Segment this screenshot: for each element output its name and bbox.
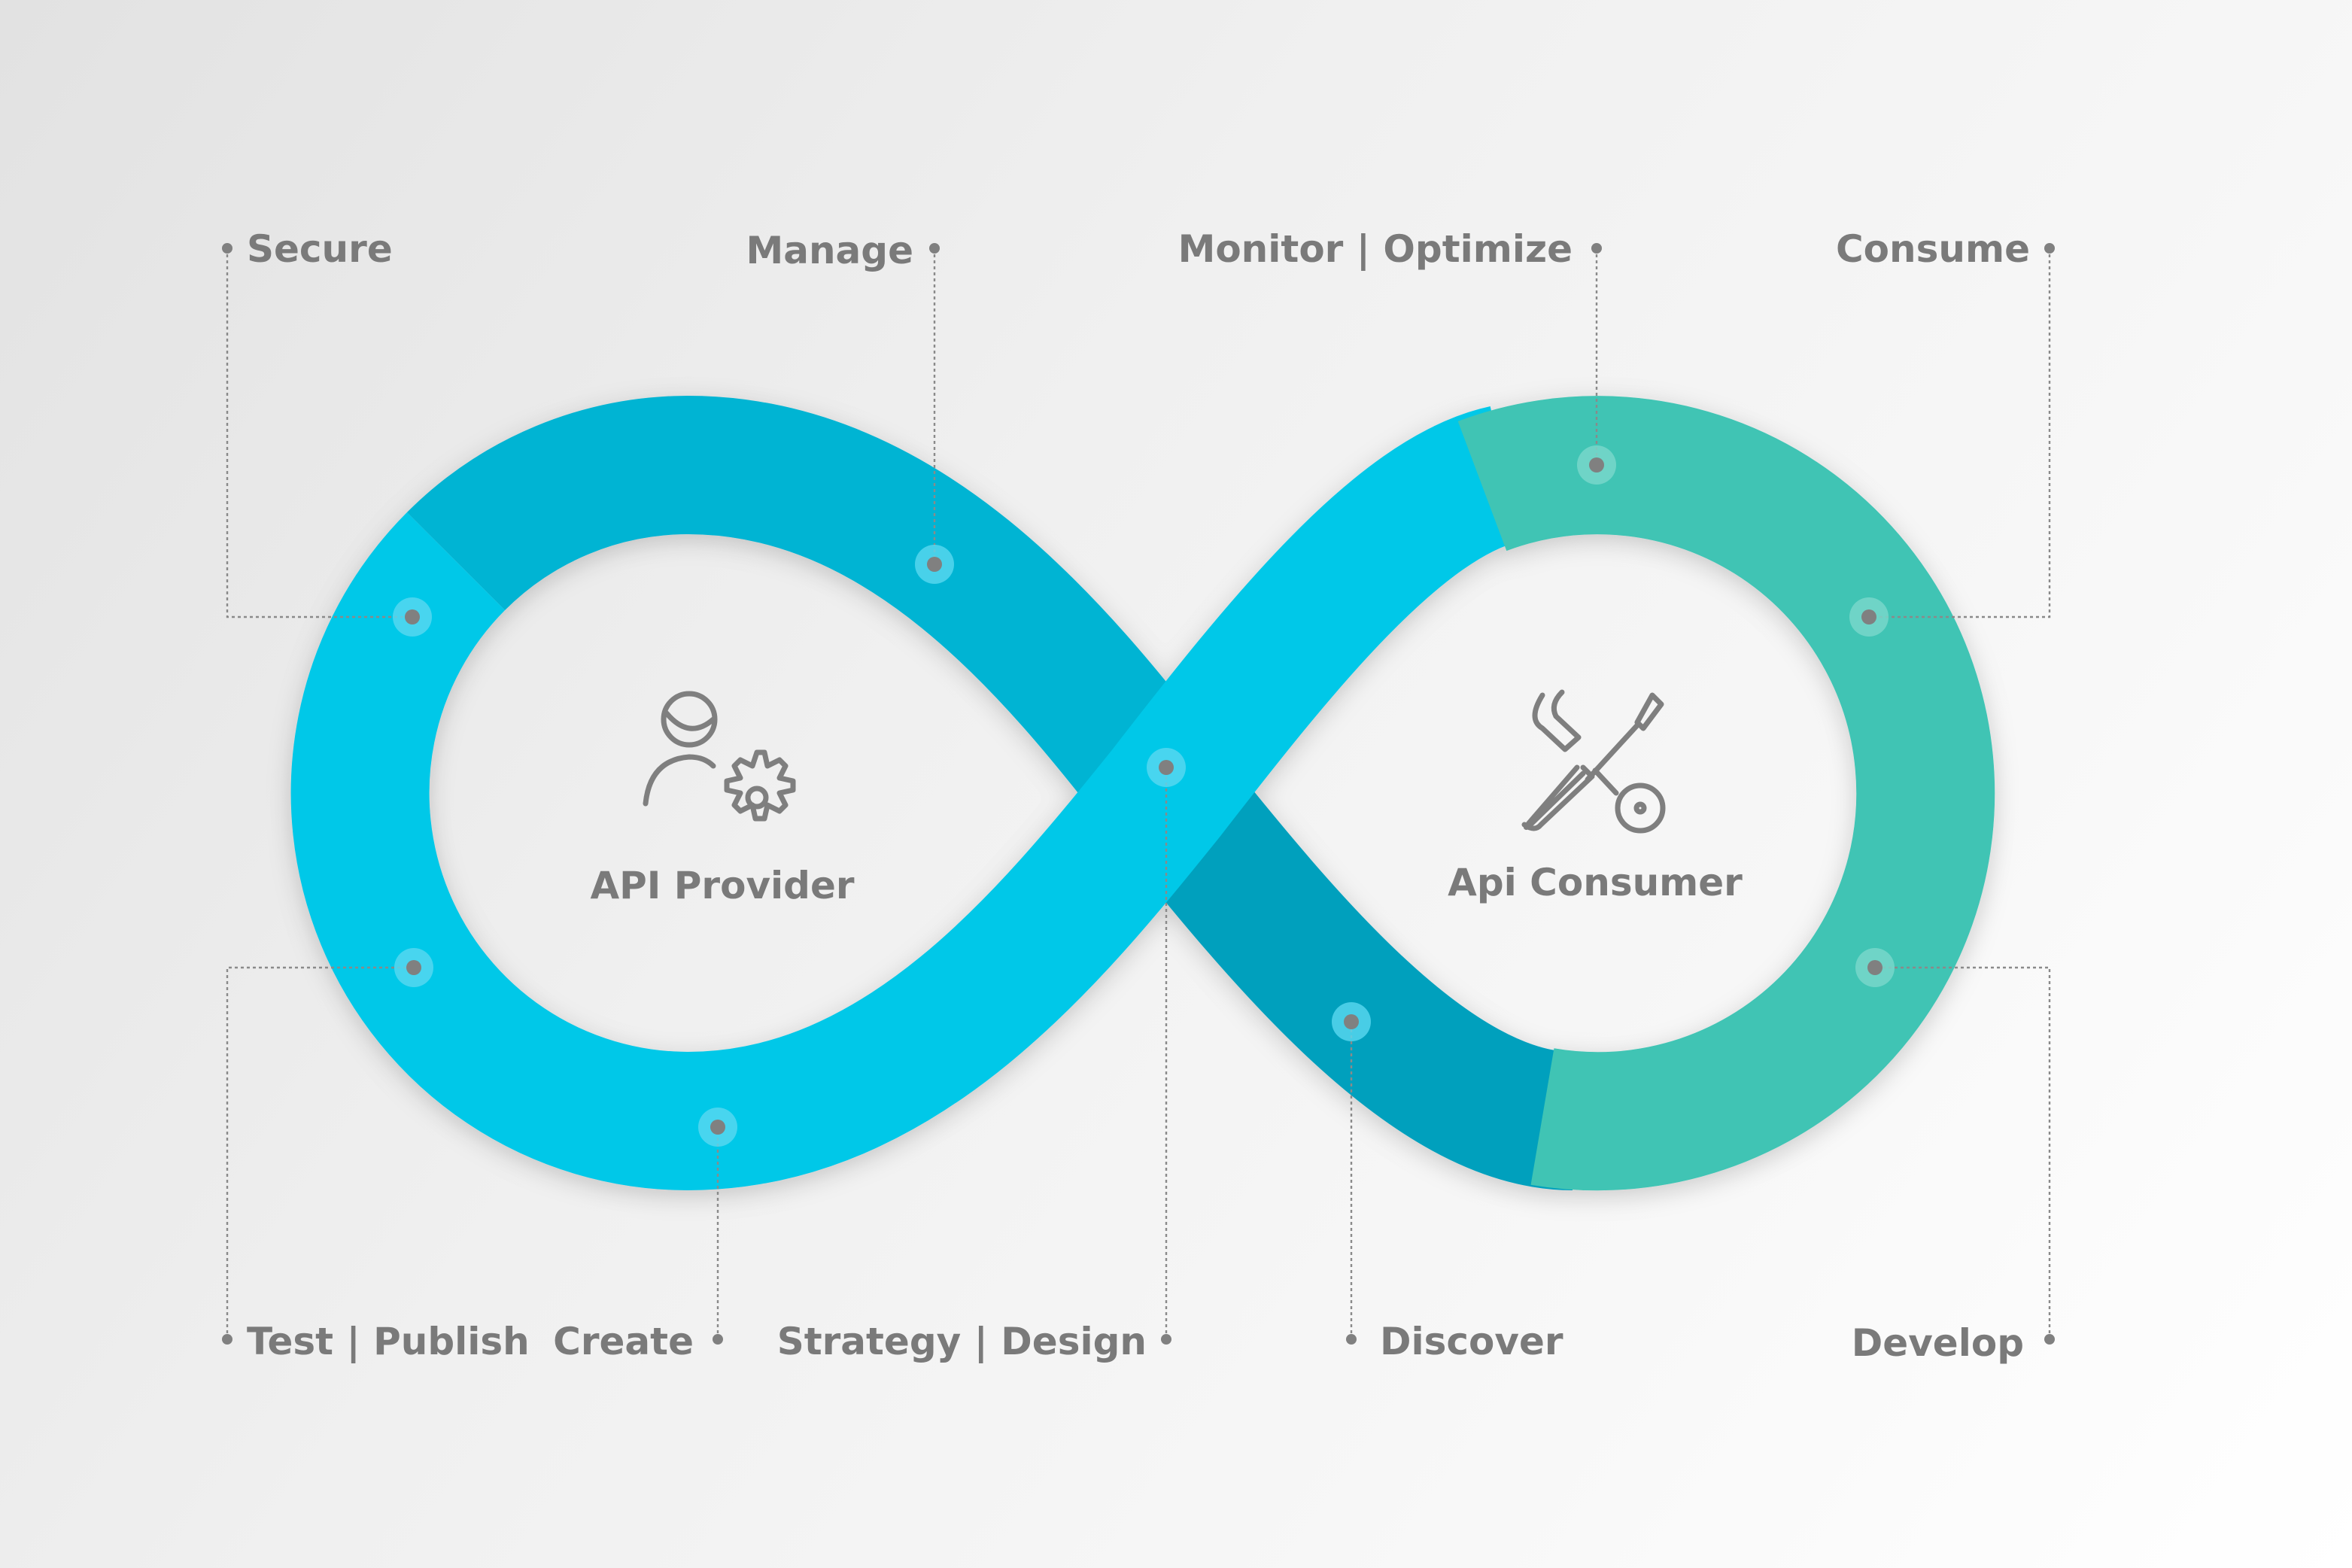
marker-discover[interactable] (1332, 1002, 1371, 1041)
infinity-loop (290, 395, 1995, 1191)
marker-consume[interactable] (1849, 597, 1889, 637)
label-secure: Secure (247, 227, 393, 271)
loop-segment-discover (1112, 749, 1576, 1190)
label-bullets (222, 243, 2055, 1345)
marker-monitor[interactable] (1577, 445, 1616, 485)
label-monitor-optimize: Monitor | Optimize (1178, 227, 1573, 271)
label-create: Create (553, 1320, 694, 1363)
marker-manage[interactable] (915, 545, 954, 584)
api-provider-label: API Provider (590, 864, 854, 907)
label-strategy-design: Strategy | Design (777, 1320, 1147, 1363)
label-discover: Discover (1380, 1320, 1563, 1363)
leader-lines (226, 248, 2051, 1339)
marker-secure[interactable] (393, 597, 432, 637)
loop-segment-create (290, 406, 1522, 1191)
stage-markers (393, 445, 1895, 1147)
api-consumer-label: Api Consumer (1448, 861, 1743, 904)
marker-develop[interactable] (1855, 948, 1895, 987)
marker-create[interactable] (698, 1108, 737, 1147)
wrench-screwdriver-icon (1521, 689, 1666, 834)
user-gear-icon (643, 691, 796, 822)
loop-segment-manage (406, 395, 1221, 836)
label-develop: Develop (1852, 1321, 2024, 1365)
marker-strategy[interactable] (1147, 748, 1186, 787)
label-manage: Manage (746, 229, 913, 272)
label-consume: Consume (1836, 227, 2030, 271)
loop-segment-consume (1457, 396, 1995, 1191)
label-test-publish: Test | Publish (247, 1320, 530, 1363)
marker-test[interactable] (394, 948, 433, 987)
